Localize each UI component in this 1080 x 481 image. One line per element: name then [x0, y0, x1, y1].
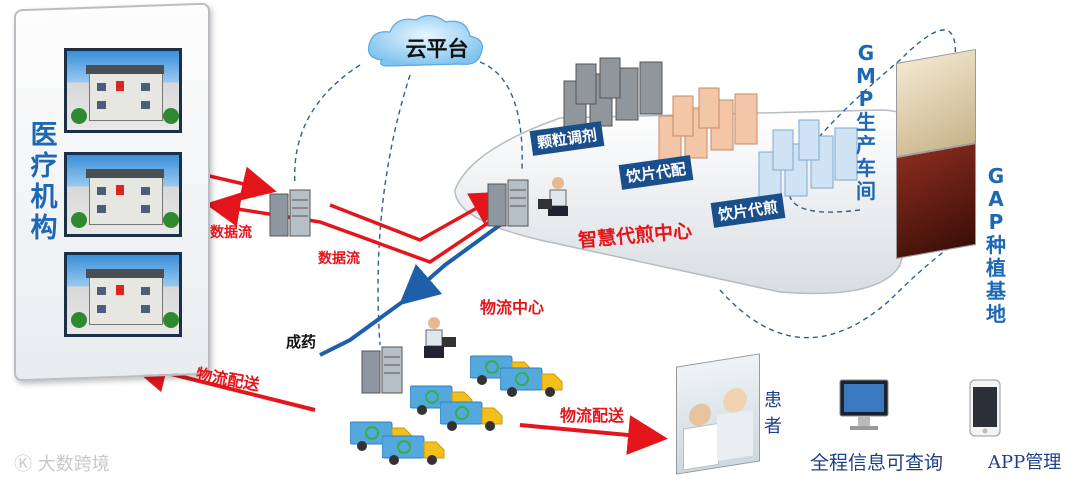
- patient-photo: [676, 353, 760, 475]
- delivery-label: 物流配送: [560, 406, 625, 425]
- gap-base-photo: [896, 142, 976, 260]
- decoction-machines: [758, 119, 858, 205]
- hospital-title: 医 疗 机 构: [30, 120, 58, 244]
- app-manage-label: APP管理: [988, 452, 1062, 473]
- hospital-photo: [64, 152, 182, 237]
- info-query-label: 全程信息可查询: [810, 452, 944, 474]
- data-flow-label: 数据流: [210, 225, 252, 241]
- delivery-to-patient-arrow: [519, 415, 668, 455]
- hospital-photo: [64, 48, 182, 133]
- cloud-icon: [367, 14, 483, 67]
- slice-cabinets: [658, 87, 758, 167]
- truck-icon: [440, 401, 503, 431]
- granule-cabinets: [563, 57, 663, 134]
- data-flow-out-arrow: [205, 192, 501, 264]
- server-icon: [269, 189, 311, 237]
- truck-icon: [382, 435, 445, 465]
- server-icon: [487, 179, 529, 227]
- hospital-photo: [64, 252, 182, 337]
- data-flow-in-arrow: [204, 166, 277, 201]
- cloud-label: 云平台: [405, 37, 469, 61]
- data-flow-label: 数据流: [318, 251, 360, 267]
- medicine-flow-arrow: [398, 223, 502, 306]
- logistics-center-label: 物流中心: [480, 298, 545, 317]
- watermark: Ⓚ 大数跨境: [14, 454, 110, 475]
- smartphone-icon: [969, 379, 1001, 437]
- server-icon: [361, 346, 403, 394]
- truck-icon: [500, 367, 563, 397]
- finished-medicine-label: 成药: [286, 333, 317, 351]
- patient-label: 患者: [764, 390, 782, 437]
- operator-icon: [538, 177, 568, 216]
- monitor-icon: [839, 379, 889, 430]
- watermark-logo-icon: Ⓚ: [14, 454, 32, 475]
- operator-icon: [424, 317, 456, 358]
- gmp-workshop-photo: [896, 48, 976, 158]
